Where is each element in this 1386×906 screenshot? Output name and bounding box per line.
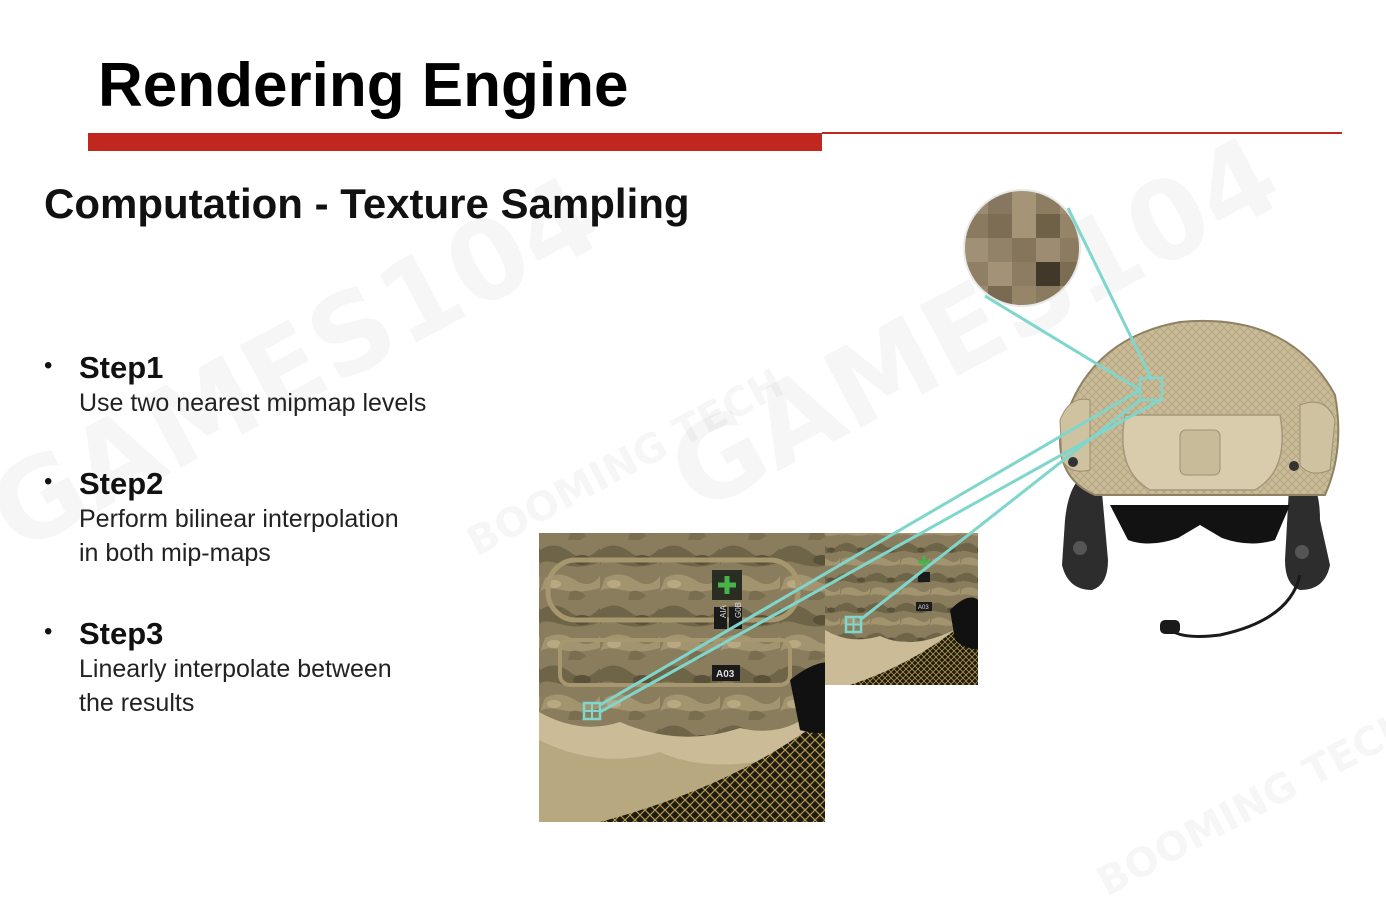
mipmap-level-large: [539, 533, 825, 822]
step-description: Linearly interpolate between the results: [79, 655, 392, 717]
step-description: Use two nearest mipmap levels: [79, 389, 427, 417]
bullet-icon: •: [44, 352, 53, 379]
magnifier-circle: [963, 189, 1081, 307]
mipmap-level-small: [825, 533, 978, 685]
steps-list: • Step1 Use two nearest mipmap levels • …: [44, 350, 504, 720]
title-underline-thin: [822, 132, 1342, 134]
step-item: • Step2 Perform bilinear interpolation i…: [44, 466, 504, 570]
magnified-pixels: [964, 190, 1080, 306]
title-underline-thick: [88, 133, 822, 151]
step-item: • Step1 Use two nearest mipmap levels: [44, 350, 504, 420]
slide-title: Rendering Engine: [98, 51, 629, 120]
slide-subtitle: Computation - Texture Sampling: [44, 180, 690, 227]
step-title: Step2: [79, 466, 164, 501]
step-title: Step1: [79, 350, 164, 385]
texture-label: A03: [918, 605, 929, 611]
texture-label: G0B: [734, 602, 743, 618]
texture-label: A03: [716, 669, 735, 680]
bullet-icon: •: [44, 618, 53, 645]
sampling-connectors: [582, 207, 1164, 721]
bullet-icon: •: [44, 468, 53, 495]
step-title: Step3: [79, 616, 164, 651]
step-item: • Step3 Linearly interpolate between the…: [44, 616, 504, 720]
texture-label: AIA: [719, 604, 728, 618]
step-description: Perform bilinear interpolation in both m…: [79, 505, 399, 567]
helmet-image: [1058, 320, 1340, 638]
